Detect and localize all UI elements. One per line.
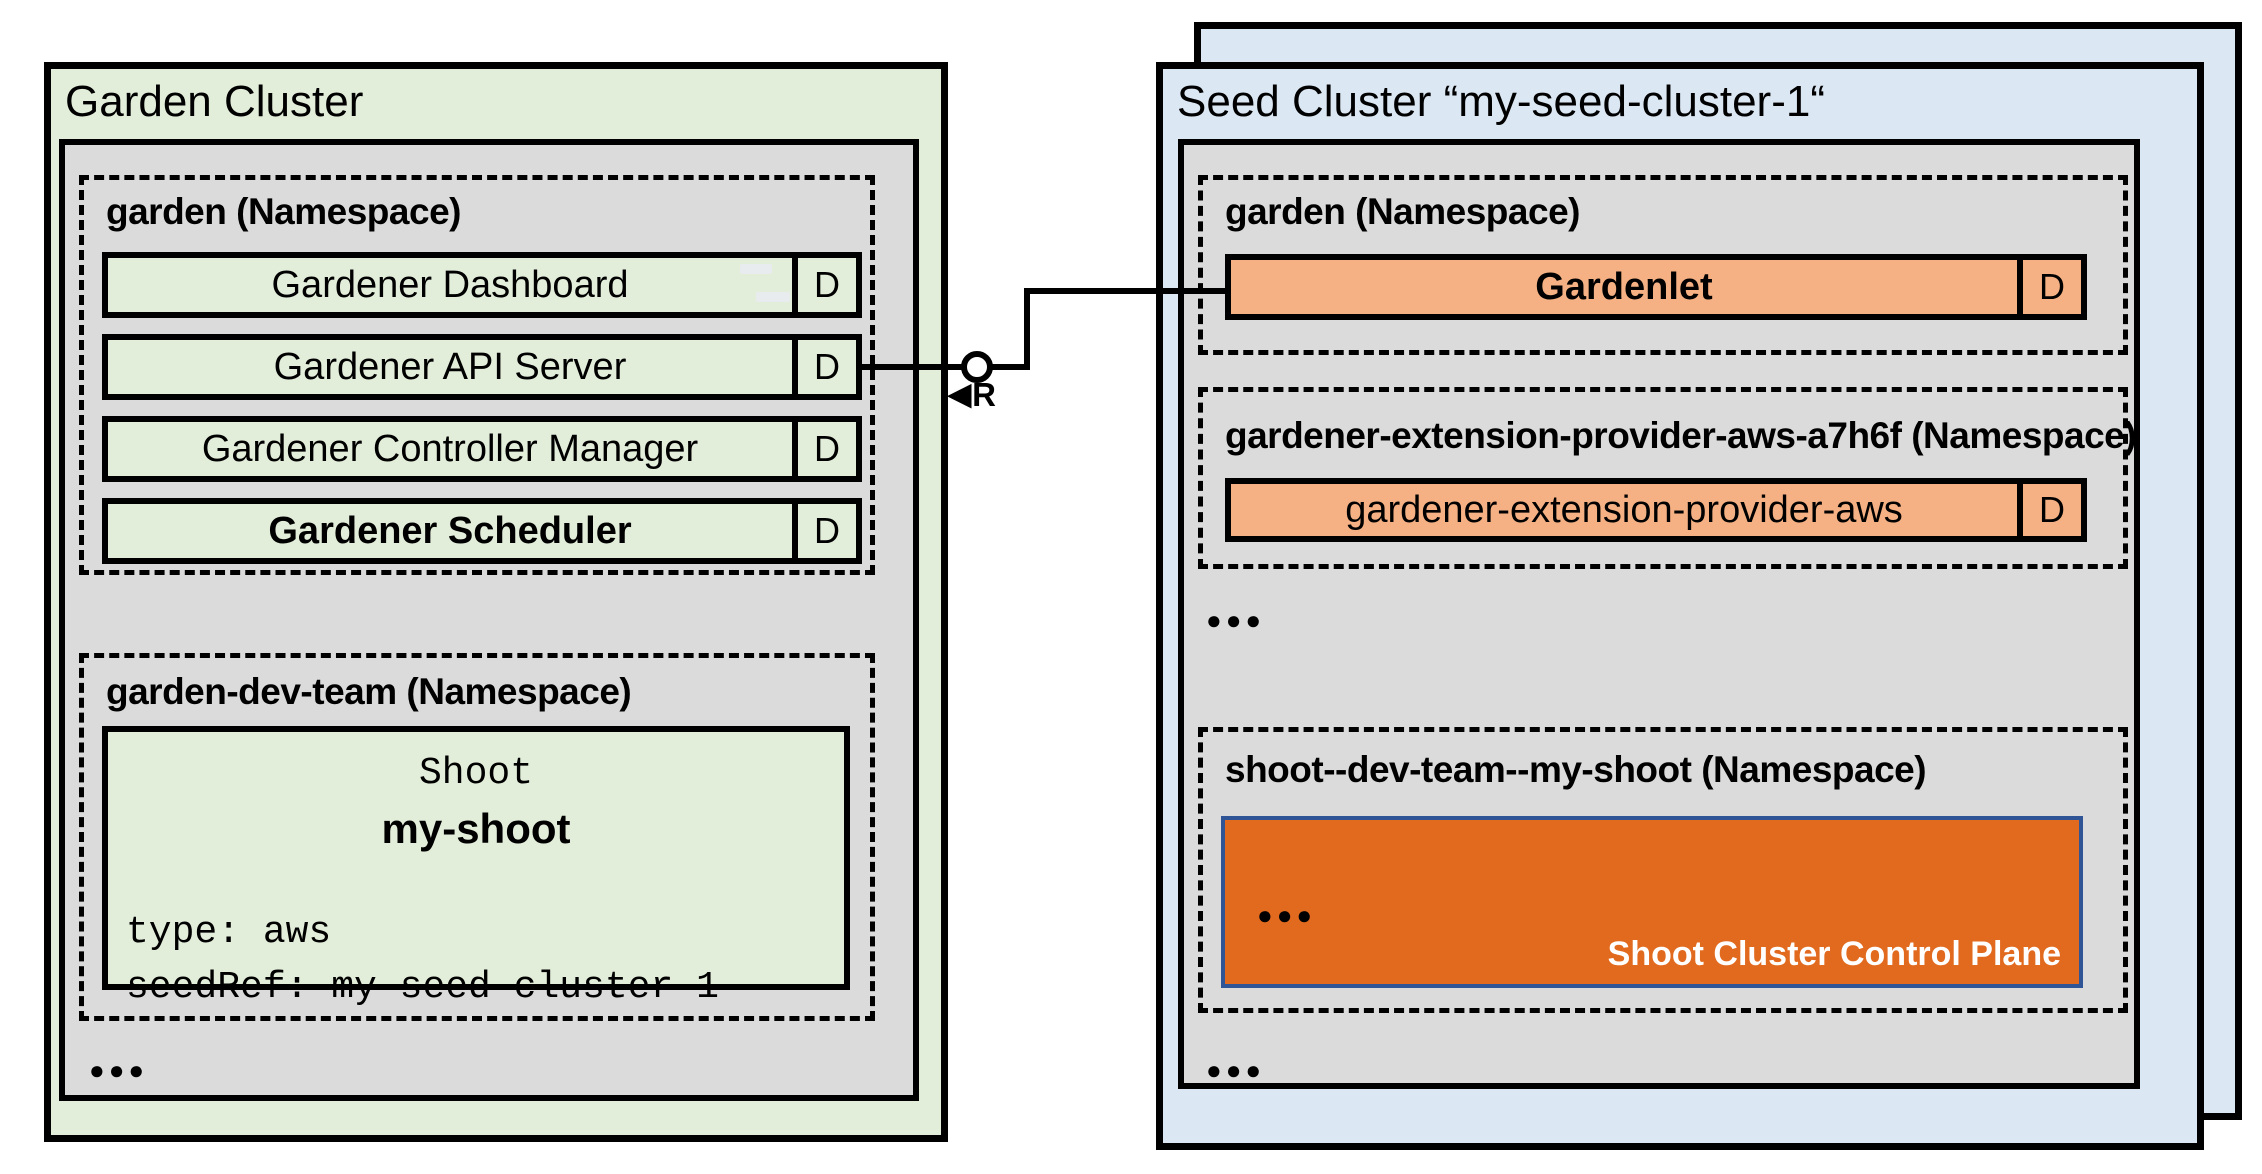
seed-namespace-garden-label: garden (Namespace) — [1225, 191, 1580, 232]
connection-line-segment — [1024, 288, 1030, 370]
connection-endpoint-circle — [961, 351, 993, 383]
shoot-resource-name: my-shoot — [381, 805, 571, 852]
artifact-mark — [740, 264, 772, 274]
shoot-spec-seedref: seedRef: my-seed-cluster-1 — [126, 966, 719, 1010]
component-label: Gardener API Server — [273, 345, 627, 388]
seed-cluster-title: Seed Cluster “my-seed-cluster-1“ — [1177, 77, 1825, 126]
shoot-resource-spec: type: aws seedRef: my-seed-cluster-1 — [108, 905, 844, 1015]
namespace-garden-dev-team: garden-dev-team (Namespace) Shoot my-sho… — [79, 653, 875, 1021]
control-plane-caption: Shoot Cluster Control Plane — [1607, 935, 2061, 973]
shoot-resource-kind: Shoot — [418, 752, 534, 795]
seed-namespace-garden: garden (Namespace) Gardenlet D — [1198, 175, 2128, 355]
shoot-cluster-control-plane-box: ●●● Shoot Cluster Control Plane — [1221, 816, 2083, 988]
component-label: Gardener Controller Manager — [201, 427, 699, 470]
deployment-badge: D — [792, 340, 856, 394]
garden-cluster-box: Garden Cluster garden (Namespace) Garden… — [44, 62, 948, 1142]
shoot-resource-box: Shoot my-shoot type: aws seedRef: my-see… — [102, 726, 850, 1009]
seed-cluster-panel: garden (Namespace) Gardenlet D gardener-… — [1178, 139, 2140, 1089]
namespace-shoot-dev-team-my-shoot-label: shoot--dev-team--my-shoot (Namespace) — [1225, 749, 1927, 790]
component-gardener-dashboard: Gardener Dashboard D — [102, 252, 862, 318]
component-gardenlet: Gardenlet D — [1225, 254, 2087, 320]
more-resources-indicator: ●●● — [89, 1055, 149, 1085]
deployment-badge: D — [792, 422, 856, 476]
seed-cluster-box: Seed Cluster “my-seed-cluster-1“ garden … — [1156, 62, 2204, 1150]
component-label: Gardenlet — [1535, 265, 1713, 308]
namespace-shoot-dev-team-my-shoot: shoot--dev-team--my-shoot (Namespace) ●●… — [1198, 727, 2128, 1013]
namespace-garden-dev-team-label: garden-dev-team (Namespace) — [106, 671, 632, 712]
deployment-badge: D — [2017, 484, 2081, 536]
deployment-badge: D — [792, 258, 856, 312]
component-gardener-api-server: Gardener API Server D — [102, 334, 862, 400]
more-namespaces-indicator: ●●● — [1206, 605, 1266, 635]
artifact-mark — [756, 292, 790, 302]
deployment-badge: D — [2017, 260, 2081, 314]
shoot-spec-type: type: aws — [126, 911, 332, 954]
more-shoot-namespaces-indicator: ●●● — [1206, 1055, 1266, 1085]
garden-cluster-panel: garden (Namespace) Gardener Dashboard D … — [59, 139, 919, 1101]
namespace-extension-provider-aws-label: gardener-extension-provider-aws-a7h6f (N… — [1225, 415, 2137, 456]
component-gardener-scheduler: Gardener Scheduler D — [102, 498, 862, 564]
garden-cluster-title: Garden Cluster — [65, 77, 364, 126]
namespace-garden: garden (Namespace) Gardener Dashboard D … — [79, 175, 875, 575]
component-label: Gardener Dashboard — [271, 263, 629, 306]
component-label: gardener-extension-provider-aws — [1345, 488, 1903, 531]
connection-direction-label: ◀R — [948, 378, 996, 411]
deployment-badge: D — [792, 504, 856, 558]
component-gardener-controller-manager: Gardener Controller Manager D — [102, 416, 862, 482]
namespace-garden-label: garden (Namespace) — [106, 191, 461, 232]
connection-request-label: R — [972, 376, 996, 413]
component-label: Gardener Scheduler — [268, 509, 632, 552]
namespace-extension-provider-aws: gardener-extension-provider-aws-a7h6f (N… — [1198, 387, 2137, 569]
arrow-left-icon: ◀ — [948, 377, 972, 411]
component-extension-provider-aws: gardener-extension-provider-aws D — [1225, 478, 2087, 542]
control-plane-more-indicator: ●●● — [1257, 900, 1317, 930]
